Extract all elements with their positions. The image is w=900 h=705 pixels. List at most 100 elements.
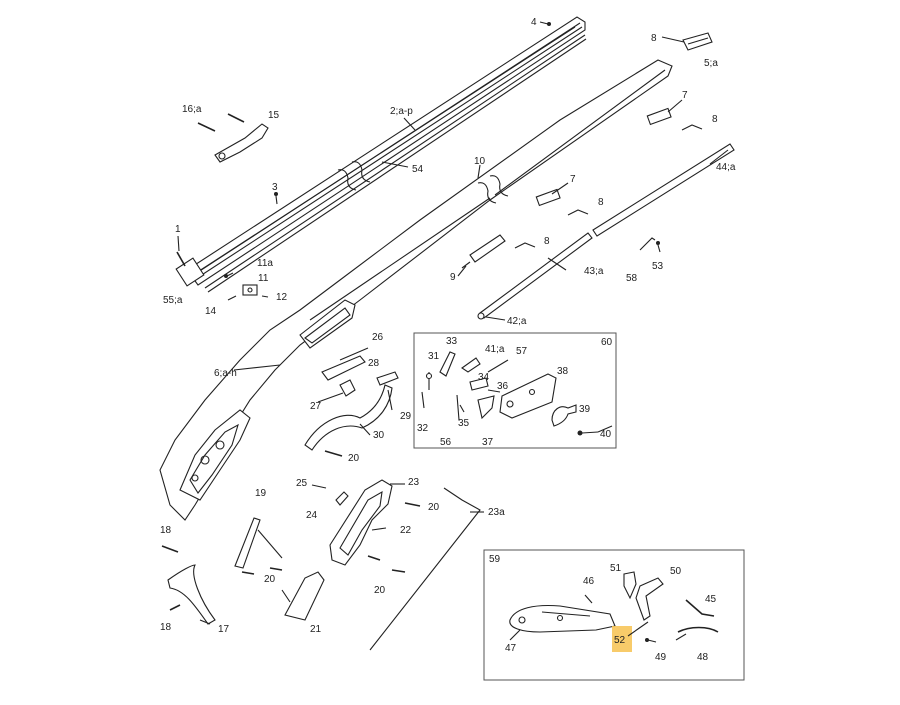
label-33: 33 <box>446 336 458 347</box>
part-41-hammer <box>461 357 481 373</box>
label-37: 37 <box>482 437 494 448</box>
part-31-spring <box>425 372 433 390</box>
label-40: 40 <box>600 429 612 440</box>
label-60: 60 <box>601 337 613 348</box>
label-20b: 20 <box>428 502 440 513</box>
part-27-trigger <box>339 379 356 397</box>
part-9-ramrod-entry-pipe <box>461 234 506 269</box>
part-20-screw <box>367 555 406 573</box>
label-9: 9 <box>450 272 456 283</box>
part-47-lock-plate <box>509 604 616 633</box>
part-20-screw <box>241 567 283 575</box>
label-46: 46 <box>583 576 595 587</box>
part-32-screw <box>421 391 425 409</box>
part-34-bridle <box>469 377 489 391</box>
part-16-screw <box>197 113 245 132</box>
label-49: 49 <box>655 652 667 663</box>
label-43: 43;a <box>584 266 604 277</box>
part-50-hammer <box>635 577 664 621</box>
leader-lines <box>177 36 729 641</box>
part-56-screw <box>456 394 460 421</box>
label-52: 52 <box>614 635 626 646</box>
label-20c: 20 <box>264 574 276 585</box>
label-6: 6;a-h <box>214 368 237 379</box>
label-4: 4 <box>531 17 537 28</box>
label-57: 57 <box>516 346 528 357</box>
part-18-screw <box>161 545 179 553</box>
label-45: 45 <box>705 594 717 605</box>
part-45-mainspring <box>685 599 715 617</box>
part-57-tumbler <box>487 359 509 373</box>
label-31: 31 <box>428 351 440 362</box>
part-29-guard-bar <box>376 371 399 386</box>
part-15-tang <box>214 123 269 163</box>
part-21-butt-plate <box>284 571 325 621</box>
label-7a: 7 <box>682 90 688 101</box>
label-41: 41;a <box>485 344 505 355</box>
part-22-lid <box>371 527 387 531</box>
label-39: 39 <box>579 404 591 415</box>
label-7b: 7 <box>570 174 576 185</box>
part-33-sear <box>439 351 456 377</box>
part-14-nipple <box>227 295 237 301</box>
label-16: 16;a <box>182 104 202 115</box>
part-23-patchbox <box>329 479 393 566</box>
label-8a: 8 <box>651 33 657 44</box>
label-48: 48 <box>697 652 709 663</box>
label-8c: 8 <box>598 197 604 208</box>
label-5: 5;a <box>704 58 718 69</box>
label-50: 50 <box>670 566 682 577</box>
label-11: 11 <box>258 273 269 284</box>
barrel-break-marker <box>337 169 357 191</box>
label-17: 17 <box>218 624 230 635</box>
part-3-screw <box>274 192 278 205</box>
part-20-screw <box>324 450 343 457</box>
label-21: 21 <box>310 624 322 635</box>
label-47: 47 <box>505 643 517 654</box>
label-42: 42;a <box>507 316 527 327</box>
part-12-screw <box>261 295 269 298</box>
label-55: 55;a <box>163 295 183 306</box>
part-40-screw <box>577 430 599 436</box>
label-14: 14 <box>205 306 217 317</box>
part-18-screw <box>169 604 181 611</box>
barrel-break-marker <box>351 161 371 183</box>
stock-break-marker <box>477 182 497 204</box>
part-49-screw <box>645 638 657 643</box>
stock <box>159 59 673 521</box>
label-22: 22 <box>400 525 412 536</box>
part-36-mainspring <box>487 389 501 393</box>
part-39-hammer <box>551 404 577 427</box>
callout-labels: 1 2;a-p 3 4 5;a 6;a-h 7 7 8 8 8 8 9 10 1… <box>160 17 736 663</box>
part-28-trigger-plate <box>321 355 366 381</box>
part-7-ramrod-thimble <box>646 107 672 126</box>
part-4-sight <box>539 21 551 26</box>
part-35-screw <box>459 404 465 413</box>
label-1: 1 <box>175 224 181 235</box>
part-23a-bracket <box>369 487 481 651</box>
label-26: 26 <box>372 332 384 343</box>
label-54: 54 <box>412 164 424 175</box>
part-8-pin <box>567 209 589 216</box>
label-10: 10 <box>474 156 486 167</box>
label-58: 58 <box>626 273 638 284</box>
label-36: 36 <box>497 381 509 392</box>
label-3: 3 <box>272 182 278 193</box>
part-19-patchbox-lid <box>234 517 283 569</box>
label-25: 25 <box>296 478 308 489</box>
part-24-spring <box>335 491 349 506</box>
part-37-sear-spring <box>477 395 495 420</box>
part-38-lock-plate <box>499 373 557 419</box>
label-44: 44;a <box>716 162 736 173</box>
label-53: 53 <box>652 261 664 272</box>
part-53-pin <box>656 241 661 253</box>
highlight-marker <box>612 626 632 652</box>
part-11a-screw <box>224 272 234 278</box>
part-8-pin <box>681 124 703 131</box>
label-23a: 23a <box>488 507 505 518</box>
label-35: 35 <box>458 418 470 429</box>
ramrod <box>477 143 735 320</box>
label-20d: 20 <box>374 585 386 596</box>
label-56: 56 <box>440 437 452 448</box>
